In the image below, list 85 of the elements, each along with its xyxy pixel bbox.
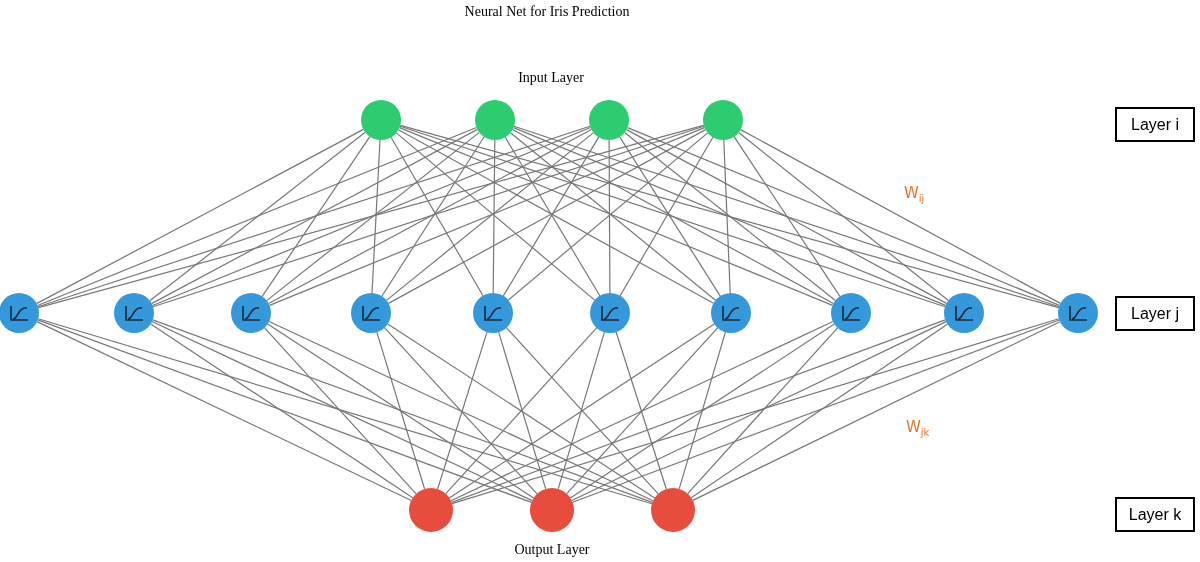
connection-line: [733, 136, 841, 297]
connection-line: [512, 128, 834, 305]
connection-line: [36, 321, 412, 502]
connection-line: [738, 131, 949, 302]
connection-line: [492, 139, 496, 294]
connection-line: [626, 127, 1061, 306]
connection-line: [268, 320, 654, 502]
connection-line: [376, 331, 426, 490]
connection-line: [37, 124, 705, 309]
weight-label: W$_{ij}$: [904, 184, 925, 204]
connection-line: [723, 139, 731, 294]
connection-line: [37, 318, 653, 505]
connection-line: [152, 319, 653, 503]
input-neuron: [703, 100, 743, 140]
layer-caption: Input Layer: [518, 70, 584, 86]
layer-name: Layer i: [1131, 115, 1179, 134]
connection-line: [566, 327, 719, 495]
connection-line: [399, 125, 946, 308]
hidden-neuron: [590, 293, 630, 333]
hidden-neuron: [1058, 293, 1098, 333]
weight-label: W$_{jk}$: [906, 418, 930, 438]
connection-line: [505, 327, 659, 495]
connection-line: [445, 327, 598, 495]
connection-line: [498, 331, 547, 490]
connection-line: [387, 323, 656, 499]
connection-line: [36, 126, 478, 307]
connection-line: [513, 125, 1060, 308]
connection-line: [451, 319, 946, 503]
hidden-neuron: [944, 293, 984, 333]
connection-line: [608, 139, 611, 294]
connection-line: [687, 327, 839, 495]
connection-line: [37, 319, 532, 503]
connection-line: [690, 323, 948, 499]
output-neuron: [651, 488, 695, 532]
connection-line: [267, 323, 535, 499]
diagram-title: Neural Net for Iris Prediction: [464, 4, 630, 20]
hidden-neuron: [114, 293, 154, 333]
connection-line: [398, 127, 834, 306]
connection-line: [151, 128, 478, 305]
connection-line: [149, 131, 366, 302]
connection-line: [626, 129, 947, 304]
connection-line: [512, 127, 947, 306]
connection-line: [37, 125, 591, 308]
connection-line: [399, 124, 1060, 309]
connection-line: [557, 331, 605, 490]
layer-box: [1115, 296, 1195, 331]
connection-line: [268, 128, 592, 305]
connection-line: [437, 331, 488, 490]
connection-line: [150, 323, 414, 499]
connection-line: [740, 129, 1061, 304]
connection-line: [678, 331, 726, 490]
connection-line: [572, 319, 1060, 503]
layer-box: [1115, 107, 1195, 142]
layer-name: Layer k: [1128, 505, 1182, 524]
connection-line: [151, 320, 533, 502]
connection-line: [450, 320, 834, 502]
connection-line: [383, 327, 538, 495]
connection-line: [266, 131, 480, 302]
connection-line: [451, 318, 1060, 505]
connection-line: [692, 321, 1061, 501]
connection-line: [569, 323, 835, 499]
connection-line: [624, 131, 836, 302]
layer-box: [1115, 497, 1195, 532]
connection-line: [571, 321, 947, 502]
connection-line: [36, 128, 364, 305]
connection-line: [371, 139, 381, 294]
hidden-neuron: [0, 293, 39, 333]
layer-name: Layer j: [1131, 304, 1179, 323]
hidden-neuron: [831, 293, 871, 333]
hidden-neuron: [711, 293, 751, 333]
hidden-neuron: [473, 293, 513, 333]
connection-line: [263, 327, 417, 495]
connection-line: [152, 125, 705, 308]
connection-line: [448, 323, 715, 499]
input-neuron: [475, 100, 515, 140]
hidden-neuron: [351, 293, 391, 333]
connection-line: [261, 136, 371, 297]
hidden-neuron: [231, 293, 271, 333]
connection-line: [151, 126, 592, 307]
connection-line: [615, 331, 667, 490]
output-neuron: [530, 488, 574, 532]
input-neuron: [589, 100, 629, 140]
connection-line: [268, 127, 706, 306]
output-neuron: [409, 488, 453, 532]
input-neuron: [361, 100, 401, 140]
